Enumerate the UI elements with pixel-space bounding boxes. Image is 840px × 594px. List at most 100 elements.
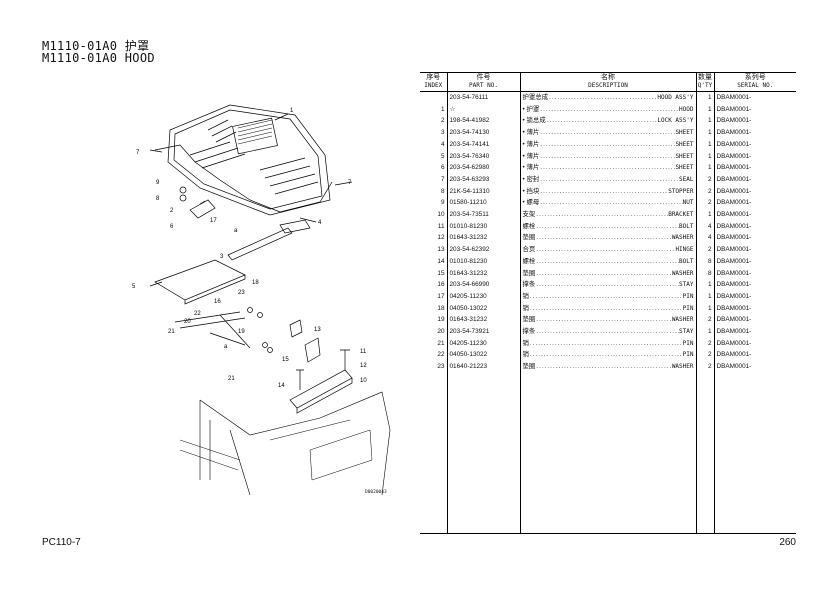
callout: 8 [156,196,160,202]
cell-description: • 薄片....................................… [519,150,696,163]
callout: 19 [238,329,245,335]
description-zh: 垫圈 [522,234,536,242]
description-zh: 撑条 [522,328,536,336]
cell-part-no: 203-54-73921 [446,326,520,338]
description-zh: 支架 [522,211,536,219]
leader-dots: ........................................… [536,257,679,265]
cell-part-no: 21K-54-11310 [446,185,520,198]
page-number: 260 [779,537,796,548]
page-title-zh: M1110-01A0 护罩 [42,39,150,53]
callout: 2 [170,208,174,214]
leader-dots: ........................................… [540,175,680,183]
description-en: STAY [679,328,694,336]
leader-dots: ........................................… [540,164,676,172]
cell-description: • 护罩....................................… [519,103,696,116]
cell-description: 支架......................................… [519,209,696,221]
filler-cell [519,372,696,533]
leader-dots: ........................................… [536,281,679,289]
cell-qty: 2 [695,197,714,210]
callout: 7 [348,180,352,186]
callout: 16 [214,299,221,305]
cell-index: 13 [437,246,445,254]
cell-index: 9 [440,199,445,207]
description-zh: • 挡块 [522,187,540,195]
cell-index [420,92,447,104]
cell-index: 6 [440,164,445,172]
hood-outline [167,104,331,216]
diagram-callouts: 1 2 3 4 5 6 7 7 8 9 10 11 12 13 14 15 16… [132,108,367,389]
description-zh: 护罩总成 [522,94,549,101]
callout: 3 [220,254,224,260]
cell-qty: 1 [695,103,714,116]
callout: 10 [360,378,367,384]
cell-description: • 薄片....................................… [519,127,696,139]
cell-index: 22 [437,351,445,359]
callout: 4 [318,220,322,226]
callout: 1 [290,108,294,114]
leader-dots: ........................................… [540,199,682,207]
leader-dots: ........................................… [549,94,658,101]
leader-dots: ........................................… [536,316,672,324]
callout: 21 [228,376,235,382]
table-row: 1☆• 护罩..................................… [420,103,796,116]
cell-description: 销.......................................… [519,290,696,303]
callout: a [224,344,228,350]
cell-index: 17 [437,292,445,300]
description-zh: 垫圈 [522,316,536,324]
cell-qty: 1 [695,150,714,163]
callout: 13 [314,327,321,333]
cell-description: 护罩总成....................................… [519,91,696,104]
cell-description: 撑条......................................… [519,279,696,291]
description-zh: 销 [522,292,529,300]
cell-part-no: 203-54-63293 [446,173,520,186]
leader-dots: ........................................… [536,363,672,371]
cell-index: 20 [437,328,445,336]
drawing-code: D0020043 [365,490,387,495]
page-title-en: M1110-01A0 HOOD [42,51,155,65]
leader-dots: ........................................… [546,117,658,125]
cell-part-no: 01643-31232 [446,232,520,245]
cell-qty: 1 [695,162,714,174]
cell-serial: DBAM0001- [713,255,796,268]
cell-description: 合页......................................… [519,244,696,256]
cell-serial: DBAM0001- [713,162,796,174]
cell-description: 销.......................................… [519,349,696,362]
cell-index: 3 [440,129,445,137]
description-zh: 销 [522,351,529,359]
cell-serial: DBAM0001- [713,337,796,350]
leader-dots: ........................................… [536,222,679,230]
leader-dots: ........................................… [540,105,680,113]
leader-dots: ........................................… [536,211,668,219]
callout: 17 [210,218,217,224]
cell-part-no: 04205-11230 [446,337,520,350]
cell-part-no: 203-54-74141 [446,138,520,151]
description-zh: • 密封 [522,175,540,183]
cell-part-no: 203-54-73511 [446,209,520,221]
callout: 11 [360,349,367,355]
description-en: PIN [682,339,694,347]
description-en: SHEET [675,129,694,137]
leader-dots: ........................................… [536,328,679,336]
cell-part-no: 203-54-76340 [446,150,520,163]
cell-serial: DBAM0001- [713,290,796,303]
description-en: PIN [682,351,694,359]
cell-part-no: 01640-21223 [446,361,520,373]
cell-serial: DBAM0001- [713,279,796,291]
cell-serial: DBAM0001- [713,220,796,233]
cell-qty: 2 [695,244,714,256]
cell-description: • 锁总成...................................… [519,115,696,128]
description-en: HOOD ASS'Y [657,94,694,101]
cell-serial: DBAM0001- [713,314,796,327]
cell-serial: DBAM0001- [713,150,796,163]
cell-part-no: 198-54-41982 [446,115,520,128]
filler-cell [420,373,447,533]
cell-description: 螺栓......................................… [519,220,696,233]
callout: 6 [170,224,174,230]
